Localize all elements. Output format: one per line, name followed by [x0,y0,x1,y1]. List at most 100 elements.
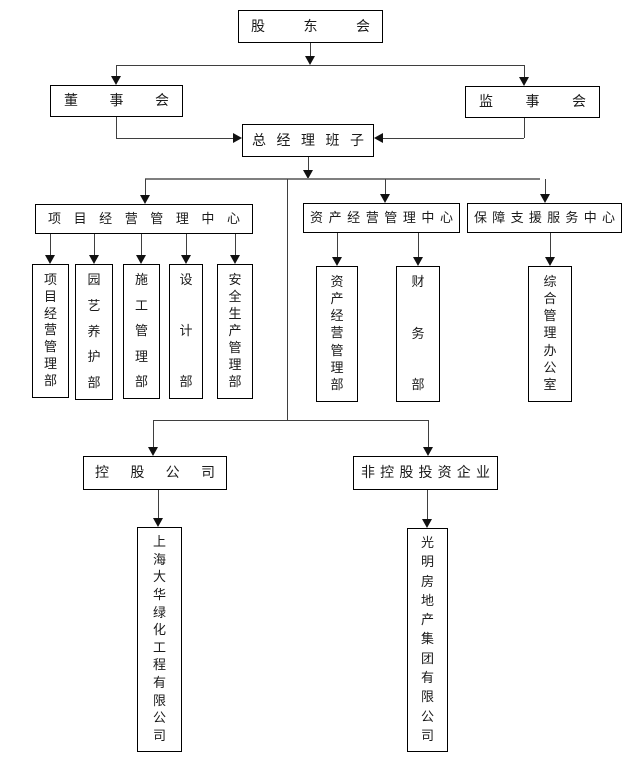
label-char: 财 [411,275,425,290]
label-char: 业 [475,465,490,481]
connector-line [383,138,524,139]
label-char: 经 [330,309,344,325]
connector-line [427,490,428,519]
connector-line [145,179,146,195]
label-char: 工 [134,298,148,314]
label-char: 明 [420,555,434,571]
label-char: 限 [152,693,166,709]
node-construction-management-dept: 施工管理部 [123,264,160,399]
label-char: 有 [152,676,166,691]
connector-line [116,65,525,66]
label-char: 会 [155,93,169,109]
label-char: 事 [525,94,540,110]
node-project-management-dept: 项目经营管理部 [32,264,69,398]
label-char: 资 [437,465,452,481]
label-char: 理 [543,326,557,342]
label-char: 公 [165,465,180,481]
label-char: 管 [228,341,242,356]
label-char: 经 [347,210,361,226]
label-char: 综 [543,275,557,290]
label-char: 非 [361,465,375,481]
arrow-down-icon [332,257,342,266]
label-char: 上 [152,535,166,550]
label-char: 务 [565,210,579,226]
arrow-down-icon [380,194,390,203]
label-char: 华 [152,587,166,603]
label-char: 管 [150,211,164,227]
arrow-down-icon [545,257,555,266]
label-char: 部 [228,375,242,390]
connector-line [524,65,525,77]
label-char: 经 [43,306,57,322]
label-char: 控 [380,465,395,481]
label-char: 限 [420,690,434,706]
label-char: 心 [601,210,615,226]
label-char: 室 [543,377,557,393]
label-char: 会 [572,94,586,110]
label-char: 班 [325,132,340,149]
node-holding-companies: 控股公司 [83,456,227,490]
label-char: 光 [420,536,434,551]
label-char: 全 [228,290,242,305]
arrow-down-icon [140,195,150,204]
connector-line [186,234,187,255]
label-char: 办 [543,343,557,359]
label-char: 护 [87,350,101,366]
label-char: 总 [252,132,266,149]
label-char: 安 [228,273,242,288]
label-char: 司 [200,465,215,481]
label-char: 理 [330,360,344,376]
node-board-of-directors: 董事会 [50,85,183,117]
label-char: 董 [64,93,78,109]
label-char: 地 [420,593,434,609]
arrow-down-icon [181,255,191,264]
label-char: 控 [95,465,109,481]
label-char: 股 [399,465,414,481]
label-char: 管 [543,309,557,325]
label-char: 项 [48,211,62,227]
label-char: 管 [384,210,398,226]
label-char: 目 [43,289,57,305]
node-gardening-maintenance-dept: 园艺养护部 [75,264,113,400]
connector-line [141,234,142,255]
arrow-down-icon [148,447,158,456]
arrow-down-icon [303,170,313,179]
label-char: 心 [439,210,453,226]
label-char: 公 [152,711,166,727]
label-char: 产 [330,292,344,308]
node-guangming-real-estate-group: 光明房地产集团有限公司 [407,528,448,752]
label-char: 中 [583,210,597,226]
node-support-service-center: 保障支援服务中心 [467,203,622,233]
label-char: 产 [420,613,434,629]
label-char: 投 [418,465,433,481]
label-char: 中 [421,210,435,226]
node-asset-operation-center: 资产经营管理中心 [303,203,460,233]
label-char: 理 [175,211,189,227]
label-char: 经 [99,211,113,227]
arrow-right-icon [233,133,242,143]
connector-line [545,179,546,194]
label-char: 目 [73,211,87,227]
connector-line [287,179,288,420]
label-char: 营 [43,323,57,339]
label-char: 管 [330,343,344,359]
connector-line [153,420,154,447]
label-char: 会 [356,18,370,35]
label-char: 部 [87,376,101,391]
label-char: 项 [43,273,57,288]
node-finance-dept: 财务部 [396,266,440,402]
label-char: 房 [420,574,434,590]
connector-line [158,490,159,518]
arrow-down-icon [305,56,315,65]
arrow-down-icon [45,255,55,264]
label-char: 合 [543,292,557,308]
label-char: 程 [152,658,166,674]
label-char: 部 [411,378,425,393]
label-char: 营 [365,210,379,226]
node-non-holding-investments: 非控股投资企业 [353,456,498,490]
label-char: 支 [510,210,524,226]
label-char: 工 [152,640,166,656]
arrow-down-icon [519,77,529,86]
label-char: 理 [228,358,242,373]
